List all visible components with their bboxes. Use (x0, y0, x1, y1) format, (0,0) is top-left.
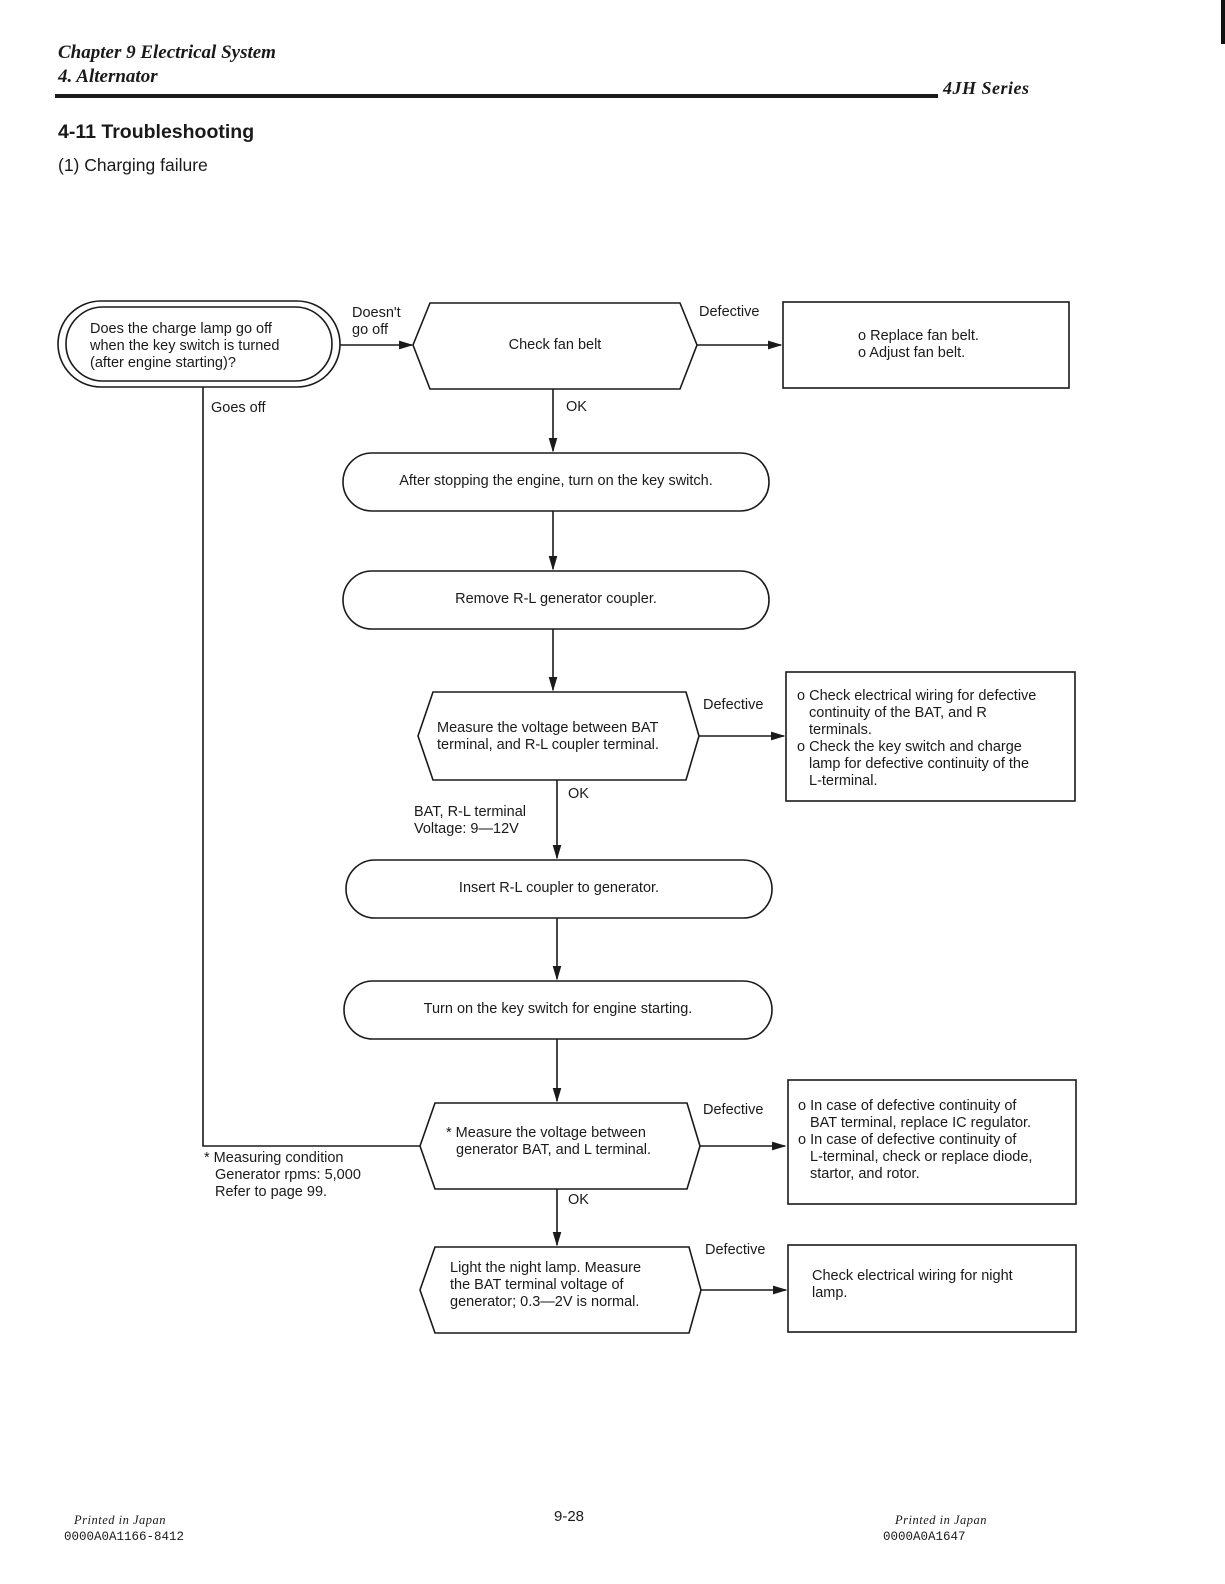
section-heading: 4. Alternator (58, 66, 158, 87)
fan-action-box (782, 301, 1070, 389)
step4-text: Turn on the key switch for engine starti… (423, 1001, 693, 1017)
measure-line: Measure the voltage between BAT (437, 720, 659, 736)
label-line: Doesn't (352, 305, 401, 321)
chapter-title: Chapter 9 Electrical System (58, 42, 276, 63)
fan-defective-label: Defective (699, 304, 760, 320)
start-inner-border (65, 306, 333, 382)
measure-line: * Measure the voltage between (446, 1125, 646, 1141)
footer-left-code: 0000A0A1166-8412 (64, 1530, 185, 1544)
measure3-text: Light the night lamp. Measure the BAT te… (450, 1260, 695, 1311)
measure1-action-box (785, 671, 1076, 802)
measure1-text: Measure the voltage between BAT terminal… (437, 720, 697, 754)
measure1-box (417, 691, 700, 781)
step4-box (343, 980, 773, 1040)
step2-text: Remove R-L generator coupler. (455, 591, 657, 607)
measure-line: Light the night lamp. Measure (450, 1260, 642, 1276)
measure-line: generator BAT, and L terminal. (456, 1142, 652, 1158)
measure2-action-text: o In case of defective continuity of BAT… (798, 1098, 1073, 1183)
subsection-title: (1) Charging failure (58, 155, 208, 175)
action-line: BAT terminal, replace IC regulator. (810, 1115, 1032, 1131)
action-line: o Replace fan belt. (858, 328, 979, 344)
note-line: Refer to page 99. (215, 1184, 328, 1200)
action-line: o Check the key switch and charge (797, 739, 1022, 755)
ok-label-1: OK (566, 399, 587, 415)
fan-action-text: o Replace fan belt. o Adjust fan belt. (858, 328, 979, 362)
start-outer-border (57, 300, 341, 388)
action-line: continuity of the BAT, and R (809, 705, 987, 721)
action-line: o Adjust fan belt. (858, 345, 966, 361)
action-line: L-terminal, check or replace diode, (810, 1149, 1033, 1165)
step1-box (342, 452, 770, 512)
action-line: startor, and rotor. (810, 1166, 920, 1182)
header-rule (55, 94, 938, 98)
measure2-box (419, 1102, 701, 1190)
footer-right-code: 0000A0A1647 (883, 1530, 966, 1544)
fan-belt-text: Check fan belt (508, 337, 602, 353)
doesnt-go-off-label: Doesn't go off (352, 305, 401, 339)
note-line: BAT, R-L terminal (414, 804, 526, 820)
measure3-action-box (787, 1244, 1077, 1333)
measure2-action-box (787, 1079, 1077, 1205)
start-line: when the key switch is turned (90, 338, 280, 354)
goes-off-label: Goes off (211, 400, 266, 416)
measure-line: generator; 0.3—2V is normal. (450, 1294, 640, 1310)
note-line: Generator rpms: 5,000 (215, 1167, 361, 1183)
ok-label-3: OK (568, 1192, 589, 1208)
measure2-text: * Measure the voltage between generator … (446, 1125, 691, 1159)
action-line: lamp for defective continuity of the (809, 756, 1030, 772)
step2-box (342, 570, 770, 630)
start-question: Does the charge lamp go off when the key… (90, 321, 330, 372)
measure-line: terminal, and R-L coupler terminal. (437, 737, 659, 753)
measure2-defective-label: Defective (703, 1102, 764, 1118)
page-number: 9-28 (554, 1508, 585, 1525)
action-line: lamp. (812, 1285, 848, 1301)
page-edge-mark (1207, 0, 1225, 44)
action-line: Check electrical wiring for night (812, 1268, 1013, 1284)
ok-label-2: OK (568, 786, 589, 802)
label-line: go off (352, 322, 389, 338)
action-line: o In case of defective continuity of (798, 1132, 1017, 1148)
voltage-note: BAT, R-L terminal Voltage: 9—12V (414, 804, 526, 838)
series-label: 4JH Series (943, 78, 1030, 98)
page-title: 4-11 Troubleshooting (58, 121, 255, 143)
footer-left-printed: Printed in Japan (74, 1513, 167, 1527)
start-line: (after engine starting)? (90, 355, 236, 371)
measure1-action-text: o Check electrical wiring for defective … (797, 688, 1072, 790)
goes-off-line (202, 387, 420, 1147)
action-line: o In case of defective continuity of (798, 1098, 1017, 1114)
action-line: o Check electrical wiring for defective (797, 688, 1037, 704)
measuring-condition-note: * Measuring condition Generator rpms: 5,… (204, 1150, 361, 1201)
measure-line: the BAT terminal voltage of (450, 1277, 624, 1293)
measure1-defective-label: Defective (703, 697, 764, 713)
action-line: L-terminal. (809, 773, 878, 789)
start-line: Does the charge lamp go off (90, 321, 272, 337)
note-line: * Measuring condition (204, 1150, 344, 1166)
step3-text: Insert R-L coupler to generator. (458, 880, 660, 896)
measure3-action-text: Check electrical wiring for night lamp. (812, 1268, 1067, 1302)
step3-box (345, 859, 773, 919)
measure3-defective-label: Defective (705, 1242, 766, 1258)
note-line: Voltage: 9—12V (414, 821, 519, 837)
footer-right-printed: Printed in Japan (895, 1513, 988, 1527)
step1-text: After stopping the engine, turn on the k… (399, 473, 713, 489)
measure3-box (419, 1246, 702, 1334)
action-line: terminals. (809, 722, 872, 738)
